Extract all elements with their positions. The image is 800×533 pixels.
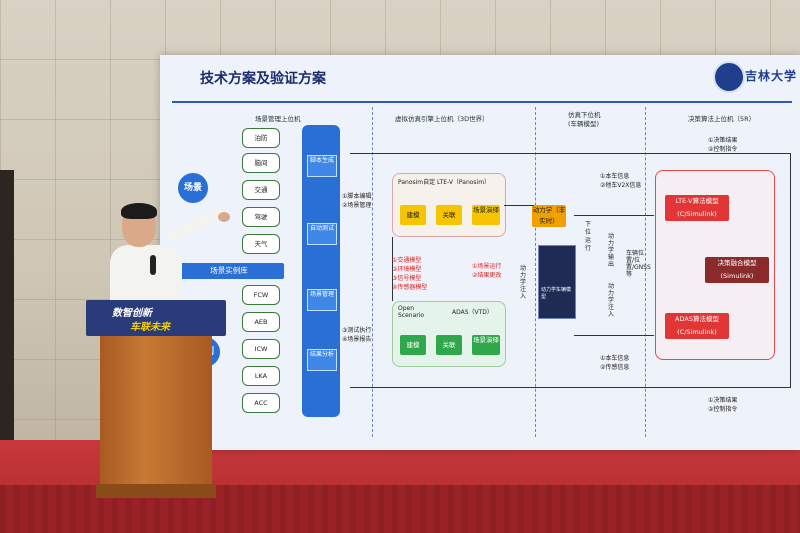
podium xyxy=(100,330,212,488)
red-note: ①交通模型 xyxy=(392,257,422,264)
pipeline-step: 脚本生成 xyxy=(307,155,337,177)
sim-block: 关联 xyxy=(436,205,462,225)
header-scene: 场景管理上位机 xyxy=(255,115,301,123)
adas-algo-box: ADAS算法模型(C/Simulink) xyxy=(665,313,729,339)
university-name: 吉林大学 xyxy=(745,69,798,83)
fusion-box: 决策融合模型(Simulink) xyxy=(705,257,769,283)
speaker-hand xyxy=(218,212,230,222)
server-rack xyxy=(538,245,576,319)
title-rule xyxy=(172,101,792,103)
step-label: ②场景管理 xyxy=(342,202,372,209)
podium-slogan-1: 数智创新 xyxy=(112,308,152,319)
podium-base xyxy=(96,484,216,498)
pipeline-step: 自动测试 xyxy=(307,223,337,245)
dyn-out-label: 动力学输出 xyxy=(608,233,615,268)
dynamics-box: 动力学（非实时） xyxy=(532,205,566,227)
sim-block: 场景演绎 xyxy=(472,205,500,225)
connector xyxy=(504,205,534,206)
case-item: AEB xyxy=(242,312,280,332)
scene-library: 场景实例库 xyxy=(174,263,284,279)
speaker-body xyxy=(110,245,182,307)
scene-type: 驾驶 xyxy=(242,207,280,227)
header-sim: 虚拟仿真引擎上位机（3D世界） xyxy=(395,115,489,123)
vehicle-info: ②传感信息 xyxy=(600,364,630,371)
circle-scene: 场景 xyxy=(178,173,208,203)
stage-skirt xyxy=(0,485,800,533)
scene-type: 交通 xyxy=(242,180,280,200)
connector xyxy=(392,237,393,301)
dyn-in-label: 动力学注入 xyxy=(520,265,527,300)
step-label: ①脚本编辑 xyxy=(342,193,372,200)
header-decision: 决策算法上位机（5R） xyxy=(688,115,756,123)
connector xyxy=(574,215,654,216)
decision-note: ②控制指令 xyxy=(708,406,738,413)
slide-title: 技术方案及验证方案 xyxy=(200,71,326,87)
podium-slogan-2: 车联未来 xyxy=(130,322,170,333)
step-label: ③测试执行 xyxy=(342,327,372,334)
vehicle-info: ①本车信息 xyxy=(600,173,630,180)
sim-block: 建模 xyxy=(400,335,426,355)
case-item: FCW xyxy=(242,285,280,305)
red-note: ②环境模型 xyxy=(392,266,422,273)
header-vehicle: 仿真下位机 xyxy=(568,111,601,119)
scene-type: 泊防 xyxy=(242,128,280,148)
decision-note: ①决策结果 xyxy=(708,397,738,404)
connector xyxy=(350,153,790,154)
lower-run-label: 下位运行 xyxy=(585,221,592,252)
lte-algo-box: LTE-V算法模型(C/Simulink) xyxy=(665,195,729,221)
case-item: LKA xyxy=(242,366,280,386)
connector xyxy=(350,387,790,388)
dyn-in-label-2: 动力学注入 xyxy=(608,283,615,318)
vehicle-pos-label: 车辆位置/位置/GNSS等 xyxy=(626,250,651,278)
case-item: ICW xyxy=(242,339,280,359)
panosim-label: Panosim自定 LTE-V（Panosim） xyxy=(398,179,491,186)
adas-vtd-label: ADAS（VTD） xyxy=(452,309,493,316)
red-note: ④传感器模型 xyxy=(392,284,428,291)
vehicle-info: ①本车信息 xyxy=(600,355,630,362)
red-note: ②结果更改 xyxy=(472,272,502,279)
red-note: ①场景运行 xyxy=(472,263,502,270)
decision-note: ①决策结果 xyxy=(708,137,738,144)
sim-block: 场景演绎 xyxy=(472,335,500,355)
case-item: ACC xyxy=(242,393,280,413)
connector xyxy=(790,153,791,388)
divider xyxy=(535,107,536,437)
connector xyxy=(574,335,654,336)
speaker-hair xyxy=(121,203,157,219)
decision-note: ②控制指令 xyxy=(708,146,738,153)
header-vehicle-sub: (车辆模型) xyxy=(568,120,600,128)
microphone-icon xyxy=(150,255,156,275)
scene-type: 天气 xyxy=(242,234,280,254)
divider xyxy=(645,107,646,437)
step-label: ④场景报告 xyxy=(342,336,372,343)
pipeline-step: 场景管理 xyxy=(307,289,337,311)
scene-type: 脑间 xyxy=(242,153,280,173)
projection-screen: 技术方案及验证方案 吉林大学 场景管理上位机 虚拟仿真引擎上位机（3D世界） 仿… xyxy=(160,55,800,450)
red-note: ③信号模型 xyxy=(392,275,422,282)
divider xyxy=(372,107,373,437)
vehicle-info: ②他车V2X信息 xyxy=(600,182,642,189)
open-scenario-label: Open Scenario xyxy=(398,305,425,319)
podium-banner xyxy=(86,300,226,336)
sim-block: 建模 xyxy=(400,205,426,225)
vtd-panel xyxy=(392,301,506,367)
university-logo-icon xyxy=(713,61,745,93)
rack-text: 动力学车辆模型 xyxy=(541,287,572,300)
door-frame xyxy=(0,170,14,470)
sim-block: 关联 xyxy=(436,335,462,355)
pipeline-step: 结果分析 xyxy=(307,349,337,371)
